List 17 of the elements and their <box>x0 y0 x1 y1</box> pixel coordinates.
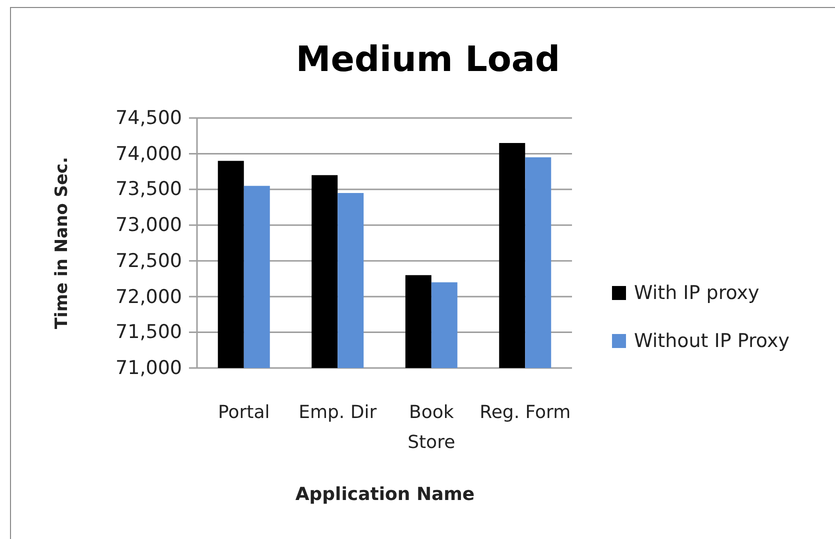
category-label: Book Store <box>406 401 456 455</box>
legend-label: With IP proxy <box>634 281 760 306</box>
legend-label: Without IP Proxy <box>634 329 790 354</box>
y-tick-label: 73,500 <box>114 178 182 200</box>
y-axis-title: Time in Nano Sec. <box>51 156 73 332</box>
y-tick-label: 73,000 <box>114 214 182 236</box>
x-axis-title: Application Name <box>294 483 476 507</box>
category-label: Portal <box>217 401 271 425</box>
y-tick-label: 72,000 <box>114 286 182 308</box>
y-tick-label: 74,500 <box>114 107 182 129</box>
category-label: Emp. Dir <box>298 401 378 425</box>
y-tick-label: 71,500 <box>114 321 182 344</box>
y-tick-label: 74,000 <box>114 142 182 165</box>
y-tick-label: 71,000 <box>114 357 182 379</box>
y-tick-label: 72,500 <box>114 250 182 272</box>
category-label: Reg. Form <box>479 401 572 425</box>
chart-title: Medium Load <box>294 39 562 82</box>
